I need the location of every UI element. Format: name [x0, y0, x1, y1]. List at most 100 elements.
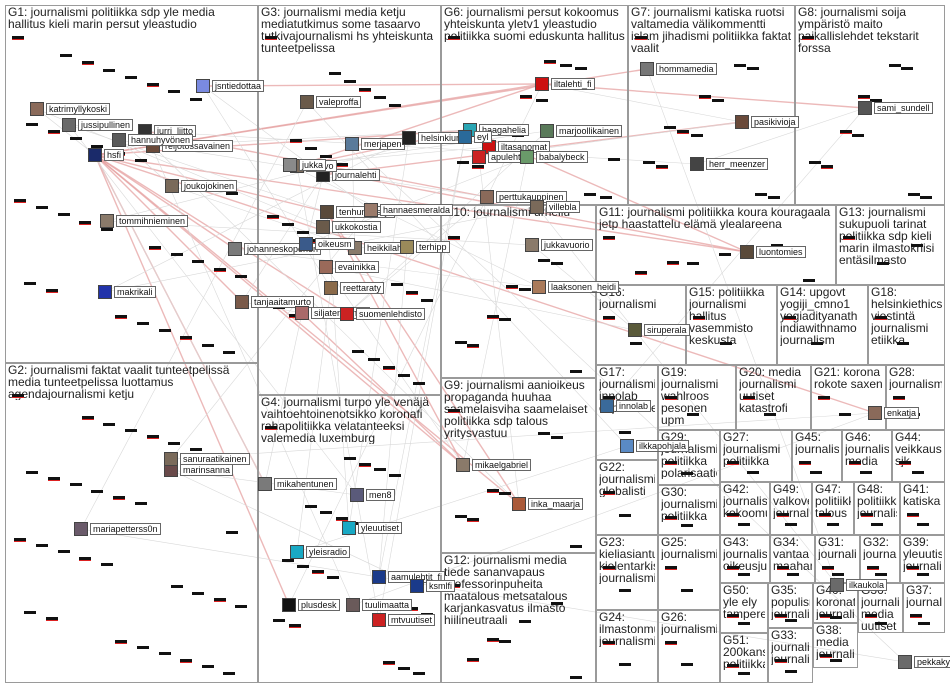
group-g46: G46: journalismi media [842, 430, 892, 482]
node-katrimyllykoski[interactable]: katrimyllykoski [30, 102, 111, 116]
minor-node-mark [584, 193, 596, 196]
node-herr-meenzer[interactable]: herr_meenzer [690, 157, 769, 171]
avatar-icon [456, 458, 470, 472]
edge-line [202, 85, 372, 211]
node-reettaraty[interactable]: reettaraty [324, 281, 385, 295]
minor-node-mark [777, 566, 789, 570]
node-siruperala[interactable]: siruperala [628, 323, 690, 337]
node-hannaesmeralda[interactable]: hannaesmeralda [364, 203, 454, 217]
node-ilkaukola[interactable]: ilkaukola [830, 578, 888, 592]
node-ukkokostia[interactable]: ukkokostia [316, 220, 381, 234]
avatar-icon [640, 62, 654, 76]
node-label: luontomies [756, 246, 806, 258]
avatar-icon [258, 477, 272, 491]
node-eyl[interactable]: eyl [458, 130, 492, 144]
node-merjapen[interactable]: merjapen [345, 137, 405, 151]
avatar-icon [346, 598, 360, 612]
minor-node-mark [681, 524, 693, 527]
node-label: ilkaukola [846, 579, 888, 591]
node-terhipp[interactable]: terhipp [400, 240, 450, 254]
group-label: G11: journalismi politiikka koura kourag… [599, 206, 831, 230]
node-jukkavuorio[interactable]: jukkavuorio [525, 238, 593, 252]
node-mikahentunen[interactable]: mikahentunen [258, 477, 337, 491]
minor-node-mark [908, 193, 920, 196]
group-label: G50: yle ely tampere [723, 584, 765, 620]
node-men8[interactable]: men8 [350, 488, 395, 502]
node-luontomies[interactable]: luontomies [740, 245, 806, 259]
node-plusdesk[interactable]: plusdesk [282, 598, 340, 612]
node-marjoollikainen[interactable]: marjoollikainen [540, 124, 623, 138]
edge-line [152, 145, 520, 505]
node-hannuhyv-nen[interactable]: hannuhyvönen [112, 133, 194, 147]
minor-node-mark [818, 396, 830, 400]
edge-line [234, 248, 540, 288]
minor-node-mark [600, 196, 612, 199]
node-helsinkiuni[interactable]: helsinkiuni [402, 131, 467, 145]
node-marinsanna[interactable]: marinsanna [164, 463, 234, 477]
node-label: makrikali [114, 286, 156, 298]
node-mariapetterss0n[interactable]: mariapetterss0n [74, 522, 161, 536]
avatar-icon [340, 307, 354, 321]
node-hsfi[interactable]: hsfi [88, 148, 125, 162]
minor-node-mark [619, 431, 631, 434]
node-label: journalehti [332, 169, 380, 181]
node-enkatja[interactable]: enkatja [868, 406, 920, 420]
avatar-icon [532, 280, 546, 294]
node-inka-maarja[interactable]: inka_maarja [512, 497, 584, 511]
node-joukojokinen[interactable]: joukojokinen [165, 179, 238, 193]
node-label: siruperala [644, 324, 690, 336]
avatar-icon [458, 130, 472, 144]
minor-node-mark [190, 448, 202, 451]
minor-node-mark [448, 36, 460, 40]
node-babalybeck[interactable]: babalybeck [520, 150, 588, 164]
node-evainikka[interactable]: evainikka [319, 260, 379, 274]
minor-node-mark [899, 461, 911, 465]
node-heikkilah[interactable]: heikkilah [348, 241, 406, 255]
group-label: G1: journalismi politiikka sdp yle media… [8, 6, 215, 30]
minor-node-mark [738, 622, 750, 625]
node-johanneskoponen[interactable]: johanneskoponen [228, 242, 322, 256]
node-makrikali[interactable]: makrikali [98, 285, 156, 299]
avatar-icon [628, 323, 642, 337]
node-apuleht[interactable]: apuleht [472, 150, 524, 164]
node-villebla[interactable]: villebla [530, 200, 580, 214]
node-sami-sundell[interactable]: sami_sundell [858, 101, 933, 115]
node-suomenlehdisto[interactable]: suomenlehdisto [340, 307, 426, 321]
minor-node-mark [413, 382, 425, 385]
node-iltalehti-fi[interactable]: iltalehti_fi [535, 77, 595, 91]
group-g14: G14: upgovt yogiji_cmno1 yogiadityanath … [777, 285, 868, 365]
node-yleisradio[interactable]: yleisradio [290, 545, 351, 559]
node-ksmlfi[interactable]: ksmlfi [410, 579, 455, 593]
minor-node-mark [147, 435, 159, 439]
minor-node-mark [667, 261, 679, 265]
group-g26: G26: journalismi [658, 610, 720, 683]
node-jukka[interactable]: jukka [283, 158, 327, 172]
minor-node-mark [809, 161, 821, 164]
node-tommihnieminen[interactable]: tommihnieminen [100, 214, 189, 228]
minor-node-mark [917, 573, 929, 576]
node-valeproffa[interactable]: valeproffa [300, 95, 362, 109]
node-pekkaky[interactable]: pekkaky [898, 655, 950, 669]
node-oikeusm[interactable]: oikeusm [299, 237, 355, 251]
minor-node-mark [214, 268, 226, 272]
minor-node-mark [472, 165, 484, 169]
node-laaksonen-heidi[interactable]: laaksonen_heidi [532, 280, 620, 294]
group-label: G35: populismi journalismi [771, 584, 810, 620]
node-tanjaaitamurto[interactable]: tanjaaitamurto [235, 295, 315, 309]
node-mikaelgabriel[interactable]: mikaelgabriel [456, 458, 532, 472]
node-jsntiedottaa[interactable]: jsntiedottaa [196, 79, 265, 93]
node-hommamedia[interactable]: hommamedia [640, 62, 717, 76]
node-sanuraatikainen[interactable]: sanuraatikainen [164, 452, 250, 466]
minor-node-mark [82, 61, 94, 65]
node-innolab[interactable]: innolab [600, 399, 652, 413]
node-yleuutiset[interactable]: yleuutiset [342, 521, 403, 535]
edge-line [296, 287, 332, 553]
node-tuulimaatta[interactable]: tuulimaatta [346, 598, 413, 612]
node-label: katrimyllykoski [46, 103, 111, 115]
node-mtvuutiset[interactable]: mtvuutiset [372, 613, 436, 627]
minor-node-mark [570, 370, 582, 373]
minor-node-mark [619, 663, 631, 666]
node-jussipullinen[interactable]: jussipullinen [62, 118, 134, 132]
node-ilkkapohjala[interactable]: ilkkapohjala [620, 439, 690, 453]
node-pasikivioja[interactable]: pasikivioja [735, 115, 799, 129]
